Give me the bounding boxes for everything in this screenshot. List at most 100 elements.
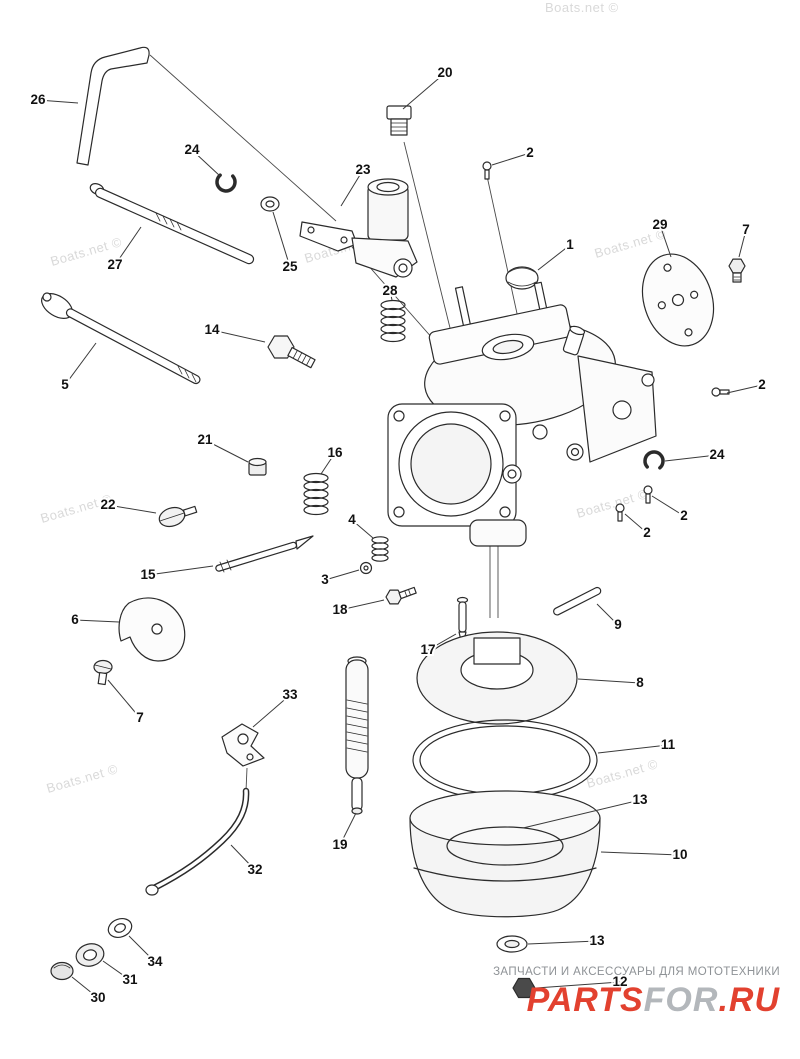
part-float-bowl-10 — [409, 790, 601, 918]
part-screw-7-top-right — [728, 258, 746, 283]
callout-leader-line — [726, 384, 763, 394]
part-cam-plate-6 — [118, 597, 186, 662]
callout-leader-line — [535, 981, 621, 989]
callout-number: 17 — [420, 642, 435, 657]
part-washer-25 — [260, 196, 280, 212]
callout-number: 29 — [652, 217, 667, 232]
callout-number: 30 — [90, 990, 105, 1005]
callout-leader-line — [74, 619, 120, 623]
part-washer-3 — [359, 561, 373, 575]
callout-leader-line — [340, 169, 364, 207]
callout-number: 2 — [526, 145, 534, 160]
callout-number: 6 — [71, 612, 79, 627]
part-choke-shaft-27 — [89, 183, 255, 265]
callout-leader-line — [351, 519, 374, 539]
part-e-ring-24-top — [215, 171, 237, 193]
callout-leader-line — [128, 935, 156, 963]
callout-number: 32 — [247, 862, 262, 877]
part-cap-30 — [50, 961, 74, 981]
callout-number: 31 — [122, 972, 138, 987]
callout-leader-line — [204, 439, 249, 463]
part-grommet-31 — [75, 943, 105, 967]
callout-number: 22 — [100, 497, 115, 512]
callout-number: 24 — [709, 447, 725, 462]
part-screw-7-left — [93, 659, 113, 686]
callout-leader-line — [738, 229, 747, 258]
callout-number: 13 — [589, 933, 605, 948]
part-lever-33 — [221, 723, 265, 767]
callout-number: 13 — [632, 792, 648, 807]
callout-number: 2 — [758, 377, 766, 392]
logo-segment: PARTS — [526, 981, 644, 1019]
callout-leader-line — [651, 495, 685, 517]
callout-leader-line — [596, 603, 619, 626]
part-screw-2-right — [711, 387, 730, 397]
callout-leader-line — [537, 244, 571, 271]
part-nut-12 — [512, 977, 536, 999]
callout-number: 20 — [437, 65, 452, 80]
part-screw-2-lower-b — [615, 503, 625, 522]
footer-branding: ЗАПЧАСТИ И АКСЕССУАРЫ ДЛЯ МОТОТЕХНИКИ PA… — [493, 966, 780, 1017]
callout-number: 11 — [661, 737, 676, 752]
part-float-pin-9 — [553, 586, 602, 616]
callout-number: 4 — [348, 512, 356, 527]
callout-leader-line — [37, 99, 79, 104]
callout-number: 5 — [61, 377, 69, 392]
callout-number: 2 — [643, 525, 651, 540]
callout-number: 27 — [107, 257, 122, 272]
callout-leader-line — [191, 149, 221, 177]
callout-number: 33 — [282, 687, 298, 702]
part-screw-2-lower-a — [643, 485, 653, 504]
part-link-rod-32 — [145, 787, 250, 896]
callout-leader-line — [389, 290, 393, 301]
callout-leader-line — [577, 678, 641, 684]
watermark-text: Boats.net © — [545, 0, 619, 15]
callout-leader-line — [272, 211, 291, 268]
callout-leader-line — [659, 224, 672, 258]
part-needle-screw-15 — [215, 535, 314, 573]
callout-leader-line — [597, 744, 669, 754]
callout-leader-line — [427, 633, 457, 651]
part-carburetor-body — [387, 281, 657, 547]
callout-number: 1 — [566, 237, 574, 252]
callout-leader-line — [664, 454, 718, 462]
callout-leader-line — [147, 565, 214, 576]
watermark-text: Boats.net © — [585, 756, 660, 791]
callout-number: 2 — [680, 508, 688, 523]
callout-leader-line — [64, 342, 97, 386]
callout-number: 7 — [742, 222, 750, 237]
part-screw-2-top — [482, 161, 492, 180]
part-throttle-shaft-5 — [41, 292, 201, 385]
part-inlet-fitting-14 — [267, 335, 316, 369]
callout-number: 9 — [614, 617, 622, 632]
callout-leader-line — [522, 799, 641, 829]
callout-leader-line — [71, 976, 99, 999]
part-cap-1 — [505, 266, 539, 290]
part-plug-20 — [386, 105, 412, 136]
logo-segment: FOR — [643, 981, 719, 1019]
part-throttle-lever-23 — [299, 221, 418, 278]
callout-leader-line — [339, 599, 385, 611]
callout-leader-line — [339, 812, 357, 846]
watermark-text: Boats.net © — [45, 761, 120, 796]
callout-number: 25 — [282, 259, 298, 274]
part-plunger-19 — [345, 656, 369, 815]
callout-number: 23 — [355, 162, 371, 177]
callout-number: 8 — [636, 675, 644, 690]
callout-leader-line — [324, 569, 360, 581]
callout-number: 24 — [184, 142, 200, 157]
callout-number: 34 — [147, 954, 163, 969]
callout-number: 10 — [672, 847, 687, 862]
callout-leader-line — [600, 851, 681, 856]
callout-leader-line — [107, 679, 141, 719]
part-washer-13-lower — [496, 935, 528, 953]
part-pump-cylinder — [367, 178, 409, 241]
part-spring-4 — [371, 536, 389, 562]
callout-leader-line — [114, 226, 142, 266]
callout-number: 26 — [30, 92, 46, 107]
callout-leader-line — [252, 694, 291, 728]
callout-number: 7 — [136, 710, 144, 725]
